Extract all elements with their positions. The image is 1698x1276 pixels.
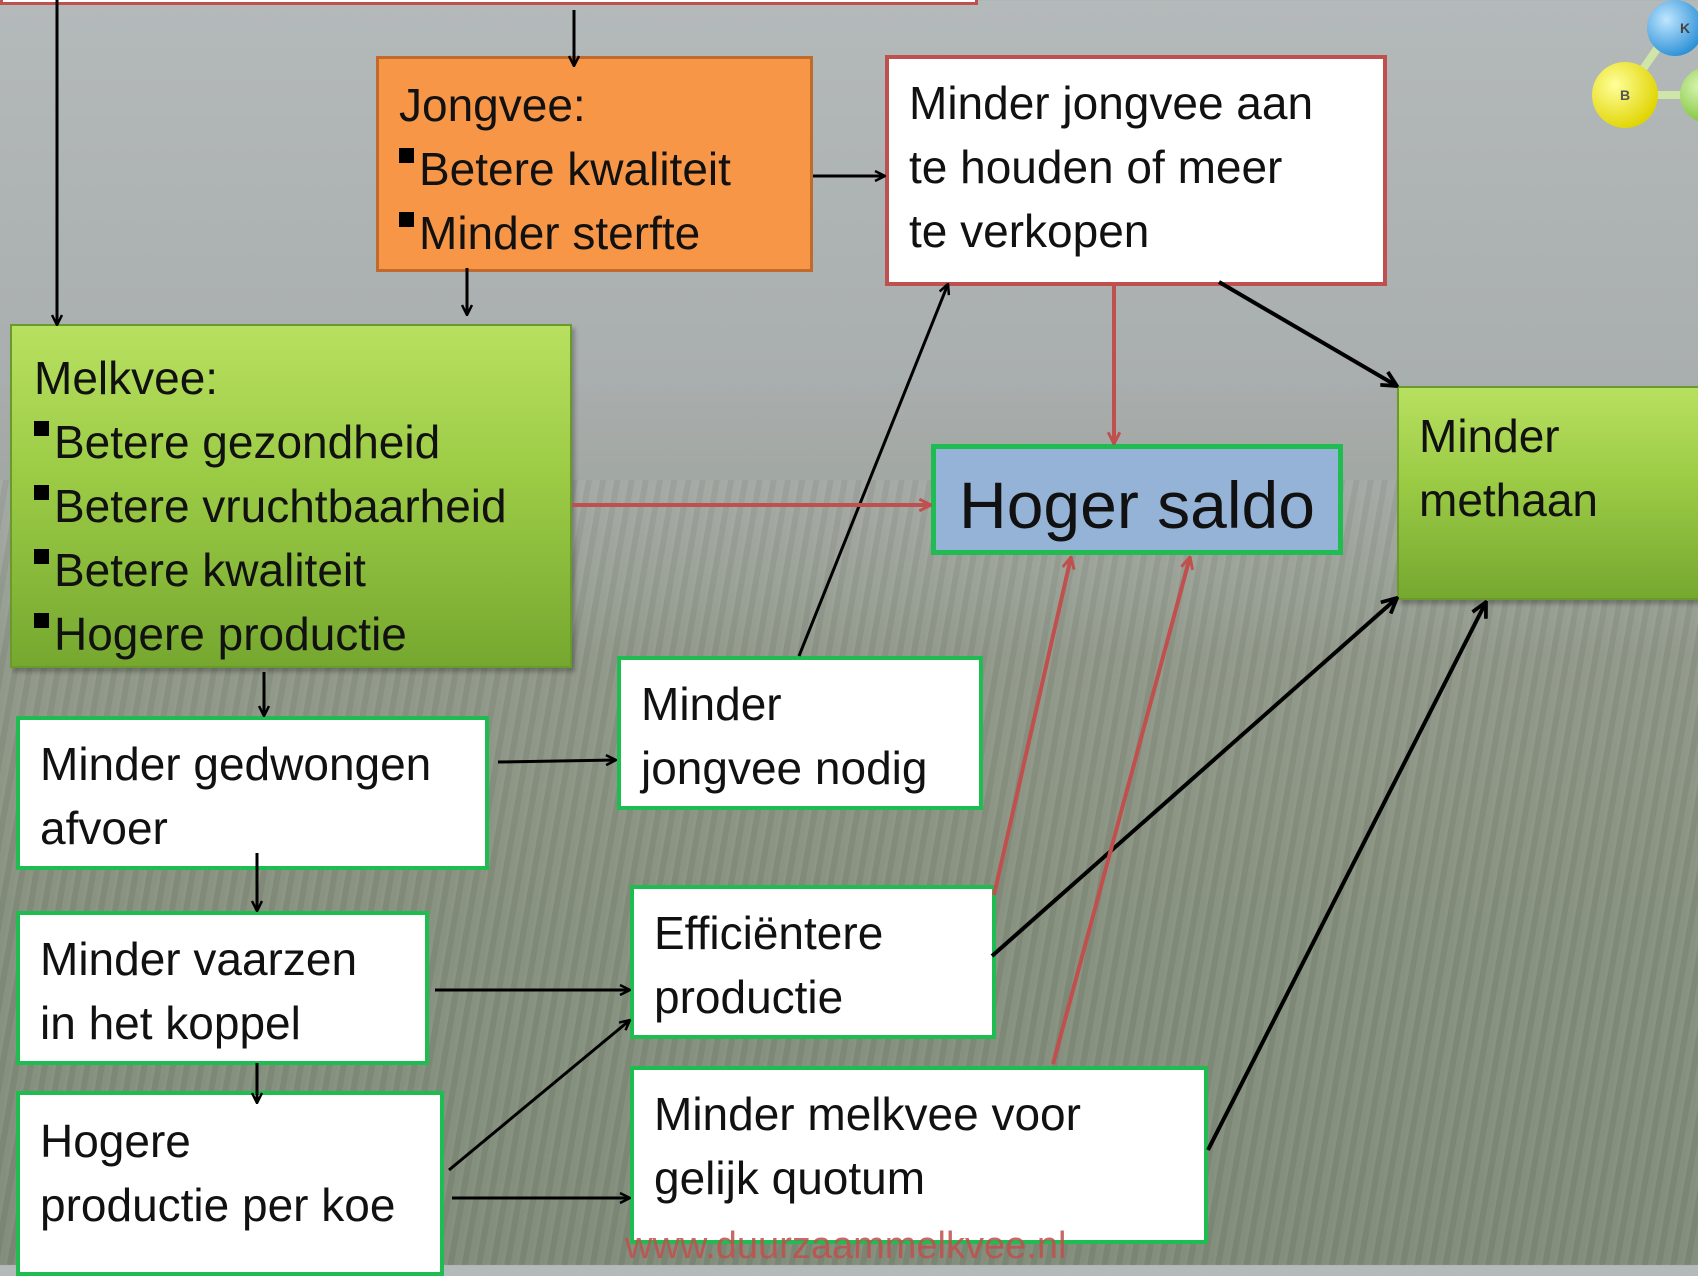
minder-methaan-box: Minder methaan (1397, 386, 1698, 600)
melkvee-bullet-3: Betere kwaliteit (34, 538, 550, 602)
arrow-efficientere-to-methaan (990, 598, 1397, 958)
melkvee-box: Melkvee: Betere gezondheid Betere vrucht… (10, 324, 572, 668)
jongvee-box: Jongvee: Betere kwaliteit Minder sterfte (376, 56, 813, 272)
jongvee-title: Jongvee: (399, 79, 586, 131)
minder-jongvee-aanhouden-line-2: te houden of meer (909, 141, 1283, 193)
jongvee-bullet-2: Minder sterfte (399, 201, 790, 265)
arrow-minder-melkvee-to-saldo (1051, 557, 1190, 1065)
melkvee-title: Melkvee: (34, 352, 219, 404)
arrow-afvoer-to-jongvee-nodig (497, 760, 616, 762)
minder-jongvee-nodig-line-2: jongvee nodig (641, 742, 928, 794)
minder-jongvee-aanhouden-line-3: te verkopen (909, 205, 1150, 257)
minder-jongvee-nodig-line-1: Minder (641, 678, 782, 730)
arrow-minder-melkvee-to-methaan (1206, 602, 1486, 1151)
minder-gedwongen-afvoer-box: Minder gedwongen afvoer (16, 716, 489, 870)
efficientere-productie-line-1: Efficiëntere (654, 907, 884, 959)
minder-vaarzen-line-2: in het koppel (40, 997, 301, 1049)
logo-letter-b: B (1620, 87, 1630, 103)
minder-jongvee-aanhouden-box: Minder jongvee aan te houden of meer te … (885, 55, 1387, 286)
minder-gedwongen-afvoer-line-1: Minder gedwongen (40, 738, 432, 790)
minder-melkvee-box: Minder melkvee voor gelijk quotum (630, 1066, 1208, 1244)
hoger-saldo-label: Hoger saldo (959, 468, 1315, 542)
arrow-aanhouden-to-methaan (1217, 280, 1397, 386)
minder-gedwongen-afvoer-line-2: afvoer (40, 802, 168, 854)
melkvee-bullet-2: Betere vruchtbaarheid (34, 474, 550, 538)
hogere-productie-per-koe-line-1: Hogere (40, 1115, 191, 1167)
minder-melkvee-line-2: gelijk quotum (654, 1152, 926, 1204)
hoger-saldo-box: Hoger saldo (931, 444, 1343, 555)
arrow-hogere-to-efficientere (448, 1020, 630, 1172)
melkvee-bullet-1: Betere gezondheid (34, 410, 550, 474)
minder-jongvee-nodig-box: Minder jongvee nodig (617, 656, 983, 810)
arrow-efficientere-to-saldo (992, 557, 1071, 896)
minder-vaarzen-box: Minder vaarzen in het koppel (16, 911, 429, 1065)
minder-jongvee-aanhouden-line-1: Minder jongvee aan (909, 77, 1314, 129)
website-url[interactable]: www.duurzaammelkvee.nl (625, 1225, 1067, 1267)
hogere-productie-per-koe-box: Hogere productie per koe (16, 1091, 444, 1276)
minder-vaarzen-line-1: Minder vaarzen (40, 933, 358, 985)
efficientere-productie-box: Efficiëntere productie (630, 885, 996, 1039)
melkvee-bullet-4: Hogere productie (34, 602, 550, 666)
jongvee-bullet-1: Betere kwaliteit (399, 137, 790, 201)
hogere-productie-per-koe-line-2: productie per koe (40, 1179, 396, 1231)
minder-melkvee-line-1: Minder melkvee voor (654, 1088, 1081, 1140)
logo: K B (1590, 0, 1698, 140)
logo-letter-k: K (1680, 20, 1690, 36)
minder-methaan-line-2: methaan (1419, 474, 1599, 526)
top-box-partial (0, 0, 978, 5)
efficientere-productie-line-2: productie (654, 971, 844, 1023)
arrow-jongvee-nodig-to-aanhouden (797, 284, 948, 657)
minder-methaan-line-1: Minder (1419, 410, 1560, 462)
